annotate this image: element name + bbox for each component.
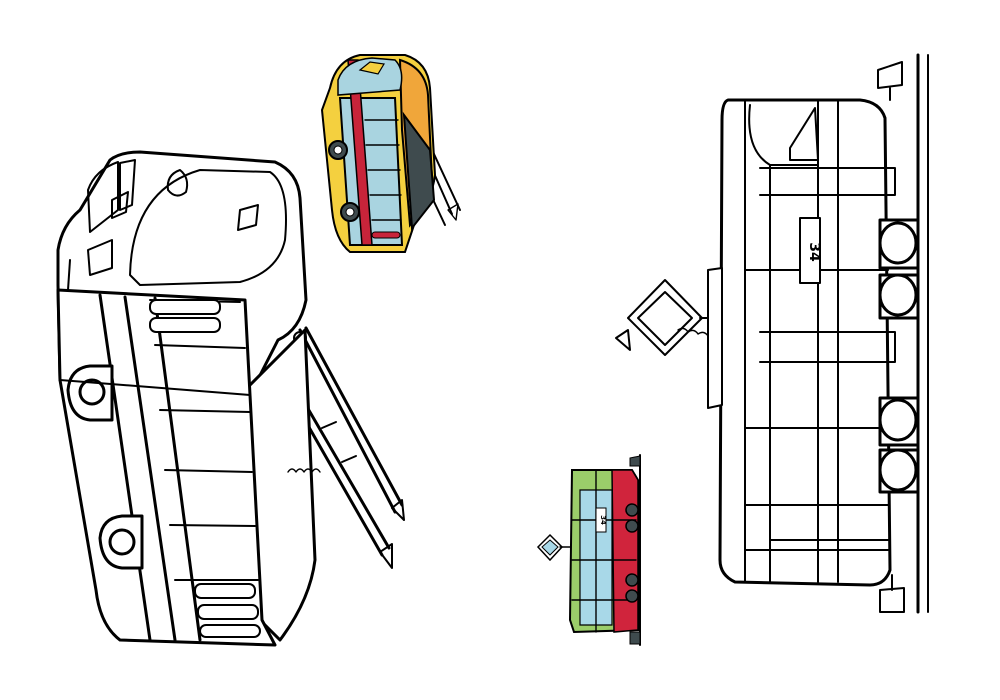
tram-outline-icon: 34 [615, 53, 929, 614]
trolleybus-colored-icon [320, 54, 461, 253]
trolleybus-outline-icon [56, 150, 405, 647]
tram-route-sign [799, 217, 821, 284]
tram-body [718, 98, 892, 587]
pantograph [615, 279, 713, 356]
bus-wheels [66, 364, 144, 570]
tram-colored-icon: 34 [536, 454, 641, 646]
tram-route-number: 34 [806, 242, 822, 262]
tram-colored-route-number: 34 [599, 515, 607, 525]
tram-wheels [878, 218, 920, 494]
